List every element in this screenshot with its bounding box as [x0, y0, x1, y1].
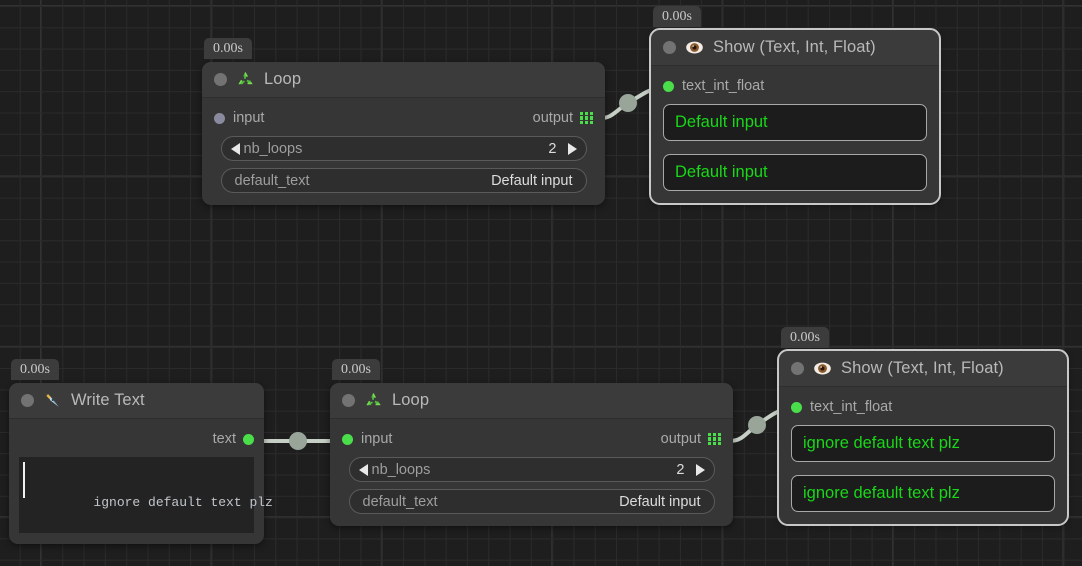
output-display-box: ignore default text plz	[791, 425, 1055, 462]
output-port-label: output	[660, 431, 701, 447]
widget-value[interactable]: 2	[676, 461, 685, 478]
widget-value[interactable]: Default input	[491, 172, 573, 189]
input-port-label: text_int_float	[682, 78, 765, 94]
node-collapse-dot[interactable]	[663, 41, 676, 54]
node-header[interactable]: Show (Text, Int, Float)	[651, 30, 939, 66]
recycle-icon	[366, 393, 381, 406]
node-timestamp-badge: 0.00s	[11, 359, 59, 380]
output-display-box: Default input	[663, 104, 927, 141]
grid-output-icon[interactable]	[708, 432, 721, 446]
output-display-box: Default input	[663, 154, 927, 191]
node-body: text_int_float Default input Default inp…	[651, 66, 939, 203]
input-port[interactable]: input	[342, 431, 392, 447]
eye-icon	[814, 362, 831, 375]
wire-reroute-handle[interactable]	[289, 432, 307, 450]
wire-loop-top-to-show-top	[600, 86, 659, 120]
text-editor-value: ignore default text plz	[93, 495, 273, 510]
node-show-top[interactable]: 0.00s Show (Text, Int, Float) text_int_f…	[649, 6, 941, 205]
widget-label: nb_loops	[371, 461, 431, 478]
output-port-label: text	[212, 431, 236, 447]
output-port[interactable]: output	[661, 431, 721, 447]
node-title: Loop	[264, 70, 302, 88]
nb-loops-stepper[interactable]: nb_loops 2	[348, 457, 715, 482]
stepper-prev-icon[interactable]	[230, 142, 240, 155]
input-port[interactable]: text_int_float	[663, 78, 764, 94]
node-timestamp-badge: 0.00s	[781, 327, 829, 348]
widget-label: default_text	[234, 172, 310, 189]
input-port[interactable]: input	[214, 110, 264, 126]
node-header[interactable]: Write Text	[9, 383, 264, 419]
port-row: input output	[342, 428, 721, 450]
port-row: input output	[214, 107, 593, 129]
node-body: text ignore default text plz	[9, 419, 273, 544]
text-caret	[23, 462, 25, 498]
recycle-icon	[238, 72, 253, 85]
node-timestamp-badge: 0.00s	[332, 359, 380, 380]
widget-value[interactable]: Default input	[619, 493, 701, 510]
node-show-bottom[interactable]: 0.00s Show (Text, Int, Float) text_int_f…	[777, 327, 1069, 526]
node-collapse-dot[interactable]	[342, 394, 355, 407]
node-write-text[interactable]: 0.00s Write Text text ignore defa	[9, 359, 273, 544]
text-editor[interactable]: ignore default text plz	[19, 457, 273, 533]
output-port[interactable]: text	[213, 431, 254, 447]
node-loop-bottom[interactable]: 0.00s Loop input output	[330, 359, 733, 526]
wire-reroute-handle[interactable]	[748, 416, 766, 434]
node-title: Write Text	[71, 391, 145, 409]
stepper-next-icon[interactable]	[567, 142, 577, 155]
input-port-dot[interactable]	[342, 433, 353, 445]
node-collapse-dot[interactable]	[21, 394, 34, 407]
node-collapse-dot[interactable]	[214, 73, 227, 86]
widget-label: nb_loops	[243, 140, 303, 157]
output-port-label: output	[532, 110, 573, 126]
port-row: text_int_float	[791, 396, 1055, 418]
node-header[interactable]: Show (Text, Int, Float)	[779, 351, 1067, 387]
wire-reroute-handle[interactable]	[619, 94, 637, 112]
node-body: input output nb_loops 2 default_text Def…	[202, 98, 605, 205]
input-port-label: input	[233, 110, 265, 126]
default-text-field[interactable]: default_text Default input	[220, 168, 587, 193]
node-title: Show (Text, Int, Float)	[713, 38, 876, 56]
port-row: text_int_float	[663, 75, 927, 97]
node-header[interactable]: Loop	[330, 383, 733, 419]
nb-loops-stepper[interactable]: nb_loops 2	[220, 136, 587, 161]
node-timestamp-badge: 0.00s	[653, 6, 701, 27]
stepper-prev-icon[interactable]	[358, 463, 368, 476]
output-port-dot[interactable]	[243, 433, 254, 445]
node-body: input output nb_loops 2 default_text Def…	[330, 419, 733, 526]
stepper-next-icon[interactable]	[695, 463, 705, 476]
node-timestamp-badge: 0.00s	[204, 38, 252, 59]
input-port-label: text_int_float	[810, 399, 893, 415]
input-port-label: input	[361, 431, 393, 447]
grid-output-icon[interactable]	[580, 111, 593, 125]
node-title: Loop	[392, 391, 430, 409]
node-body: text_int_float ignore default text plz i…	[779, 387, 1067, 524]
output-display-box: ignore default text plz	[791, 475, 1055, 512]
node-collapse-dot[interactable]	[791, 362, 804, 375]
output-port[interactable]: output	[533, 110, 593, 126]
input-port[interactable]: text_int_float	[791, 399, 892, 415]
eye-icon	[686, 41, 703, 54]
port-row: text	[19, 428, 254, 450]
input-port-dot[interactable]	[791, 401, 802, 413]
node-loop-top[interactable]: 0.00s Loop input output	[202, 38, 605, 205]
default-text-field[interactable]: default_text Default input	[348, 489, 715, 514]
pen-nib-icon	[45, 393, 59, 407]
input-port-dot[interactable]	[214, 112, 225, 124]
input-port-dot[interactable]	[663, 80, 674, 92]
node-title: Show (Text, Int, Float)	[841, 359, 1004, 377]
widget-value[interactable]: 2	[548, 140, 557, 157]
node-header[interactable]: Loop	[202, 62, 605, 98]
widget-label: default_text	[362, 493, 438, 510]
